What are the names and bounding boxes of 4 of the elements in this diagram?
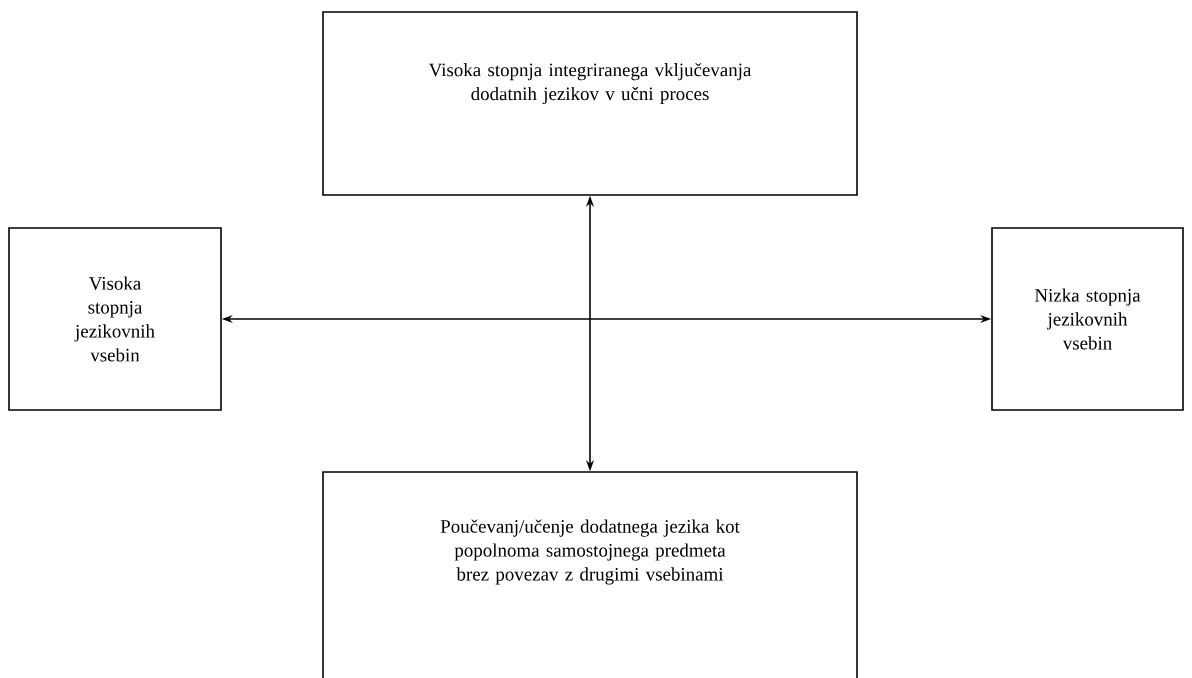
text-box: Visoka stopnja jezikovnih vsebin xyxy=(8,227,222,411)
text-box: Poučevanj/učenje dodatnega jezika kot popolnoma samostojnega predmeta brez povezav z drugimi vsebinami xyxy=(322,471,858,678)
text-box: Nizka stopnja jezikovnih vsebin xyxy=(991,227,1184,411)
text-box: Visoka stopnja integriranega vključevanja dodatnih jezikov v učni proces xyxy=(322,11,858,196)
